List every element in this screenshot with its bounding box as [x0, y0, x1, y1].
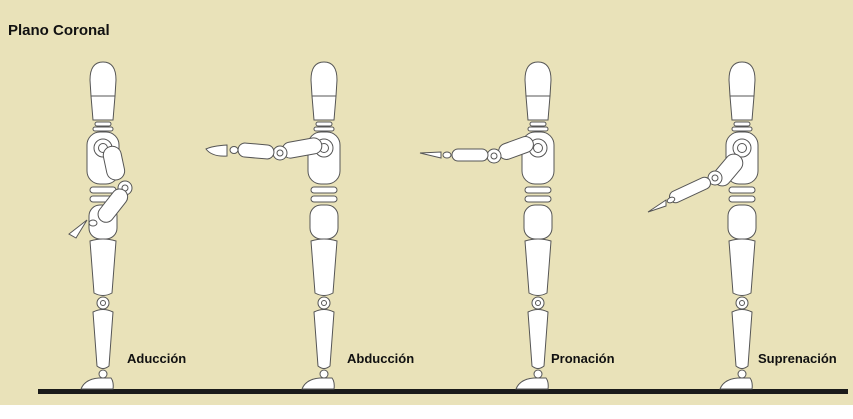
label-suprenacion: Suprenación [758, 351, 837, 366]
figure-pronacion [420, 62, 554, 389]
figure-suprenacion [648, 62, 758, 389]
label-abduccion: Abducción [347, 351, 414, 366]
figure-abduccion [206, 62, 340, 389]
figure-aduccion [69, 62, 132, 389]
ground-line [38, 389, 848, 394]
diagram-title: Plano Coronal [8, 22, 110, 39]
label-pronacion: Pronación [551, 351, 615, 366]
label-aduccion: Aducción [127, 351, 186, 366]
